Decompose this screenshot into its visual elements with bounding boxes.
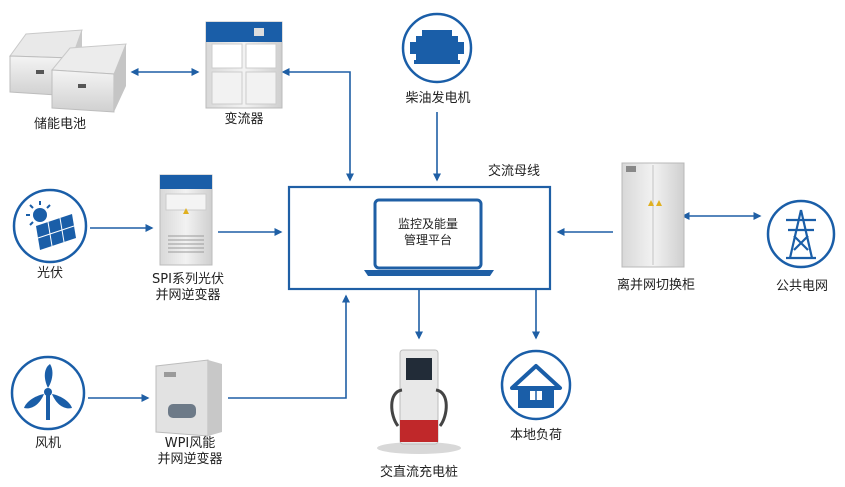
label-platform-line1: 监控及能量 — [397, 217, 458, 231]
wall-inverter-icon — [155, 359, 222, 437]
charging-pile-icon — [377, 349, 461, 454]
battery-storage-icon — [9, 29, 127, 113]
diesel-generator-icon — [401, 12, 473, 84]
label-pv: 光伏 — [36, 266, 63, 281]
house-icon — [500, 349, 572, 421]
label-wpi-line1: WPI风能 — [164, 436, 216, 451]
label-spi-inverter: SPI系列光伏 并网逆变器 — [138, 272, 238, 304]
arrow-wpi-platform — [228, 294, 350, 399]
label-diesel: 柴油发电机 — [405, 91, 471, 106]
connectors — [88, 68, 762, 402]
label-platform: 监控及能量 管理平台 — [378, 216, 478, 248]
label-converter: 变流器 — [224, 112, 264, 127]
label-grid: 公共电网 — [775, 279, 828, 294]
label-ac-bus: 交流母线 — [487, 164, 540, 179]
arrow-converter-platform — [281, 68, 354, 182]
label-charger: 交直流充电桩 — [379, 465, 458, 480]
label-platform-line2: 管理平台 — [403, 233, 452, 247]
label-battery: 储能电池 — [33, 117, 86, 132]
label-wind: 风机 — [34, 436, 61, 451]
label-switch-cabinet: 离并网切换柜 — [616, 278, 695, 293]
inverter-cabinet-icon — [159, 174, 213, 266]
label-spi-line2: 并网逆变器 — [155, 288, 221, 303]
wind-turbine-icon — [10, 355, 86, 431]
label-wpi-inverter: WPI风能 并网逆变器 — [140, 436, 240, 468]
label-wpi-line2: 并网逆变器 — [157, 452, 223, 467]
label-load: 本地负荷 — [509, 428, 562, 443]
solar-panel-icon — [12, 188, 88, 264]
power-tower-icon — [766, 199, 836, 269]
label-spi-line1: SPI系列光伏 — [152, 272, 224, 287]
switch-cabinet-icon — [621, 162, 685, 268]
laptop-icon — [364, 198, 494, 276]
converter-cabinet-icon — [205, 21, 283, 109]
